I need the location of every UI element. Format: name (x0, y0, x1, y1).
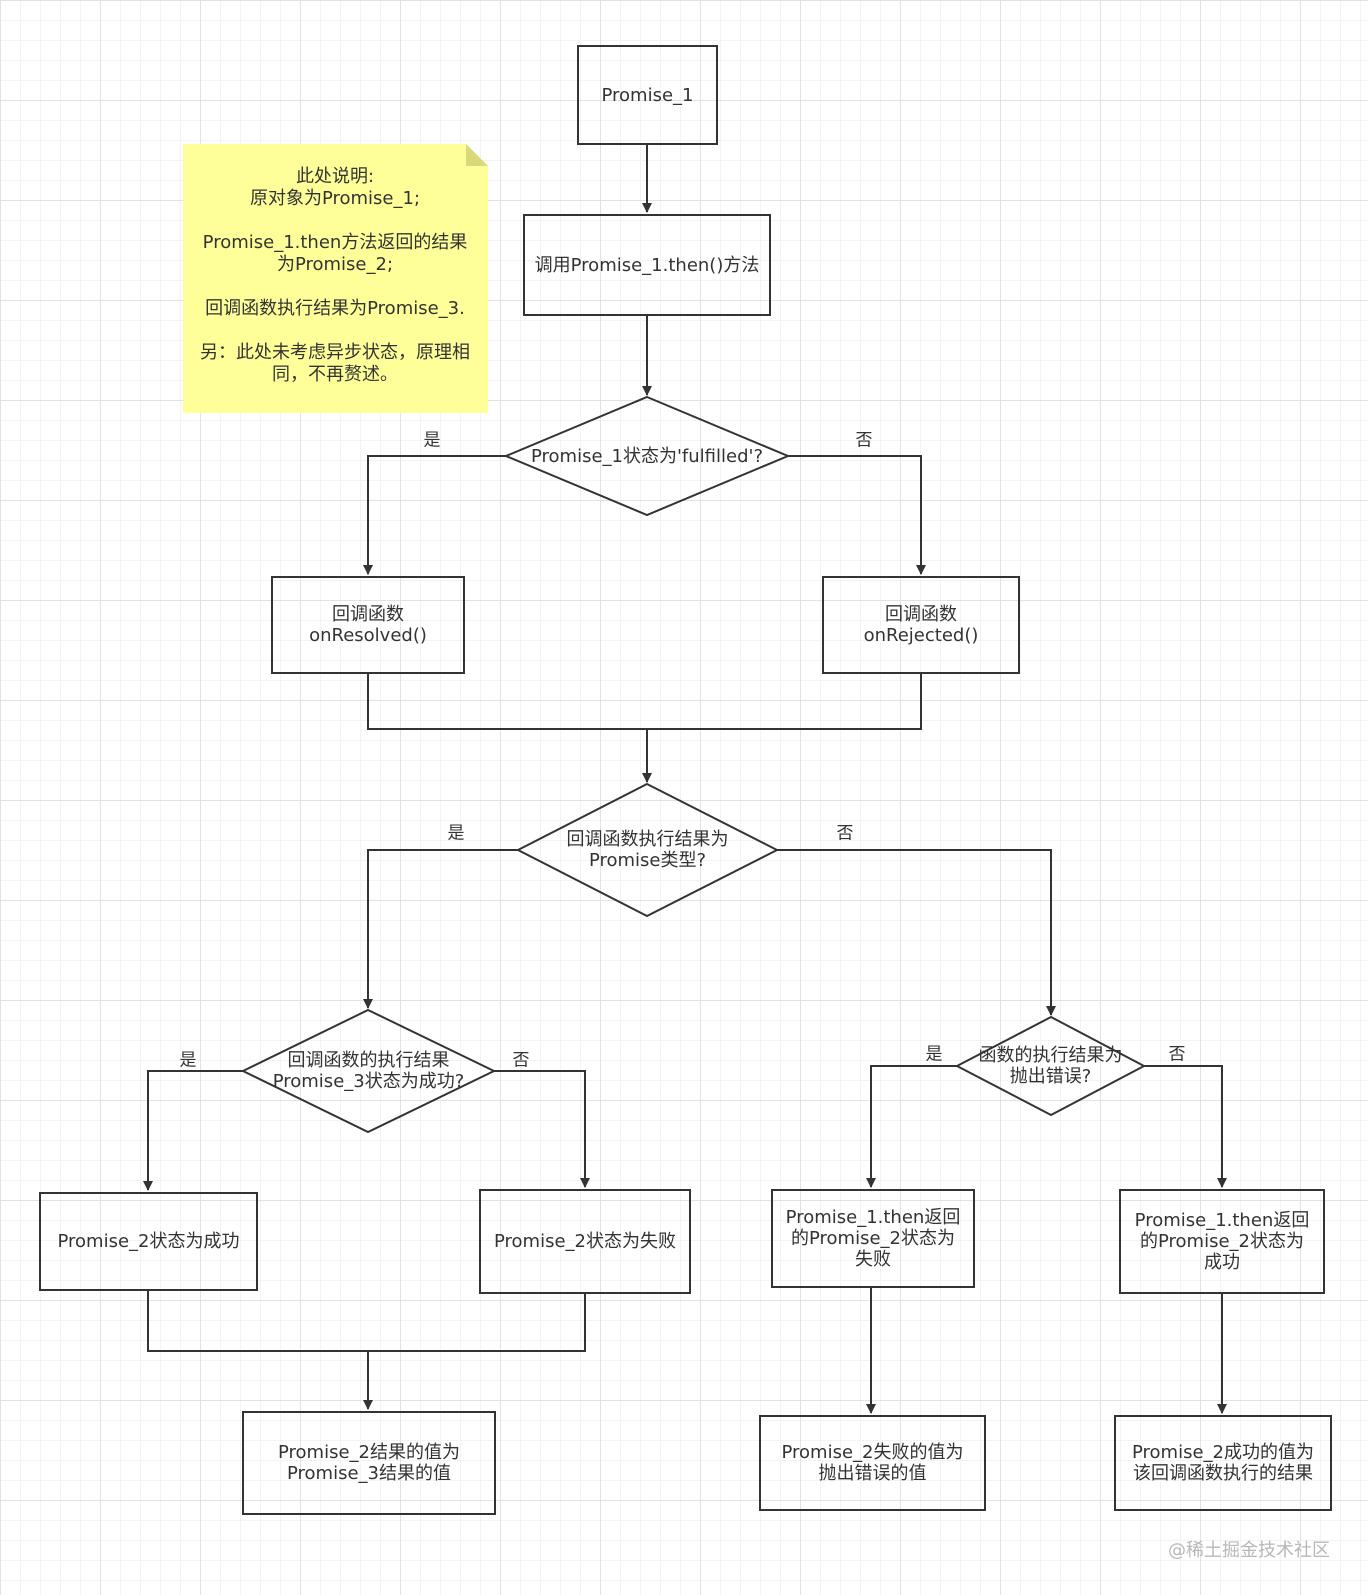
decision-fulfilled-shape (503, 395, 791, 517)
decision-promise3-success-label[interactable]: 回调函数的执行结果 Promise_3状态为成功? (272, 1050, 465, 1092)
node-p2-then-success[interactable]: Promise_1.then返回 的Promise_2状态为 成功 (1119, 1189, 1325, 1294)
edge-label-type-no: 否 (836, 823, 854, 844)
edge-type-yes (363, 849, 518, 1009)
edge-fulfilled-no (788, 455, 926, 575)
edge-label-throw-yes: 是 (925, 1044, 943, 1065)
edge-label-type-yes: 是 (447, 823, 465, 844)
edge-label-throw-no: 否 (1168, 1044, 1186, 1065)
edge-label-p3-yes: 是 (179, 1050, 197, 1071)
edge-p3-yes (143, 1070, 243, 1191)
node-p2-fail-value[interactable]: Promise_2失败的值为 抛出错误的值 (759, 1415, 986, 1511)
edge-label-fulfilled-yes: 是 (423, 430, 441, 451)
edge-throw-no (1144, 1065, 1227, 1188)
node-p2-value-p3[interactable]: Promise_2结果的值为 Promise_3结果的值 (242, 1411, 496, 1515)
edge-label-fulfilled-no: 否 (855, 430, 873, 451)
decision-fulfilled-label[interactable]: Promise_1状态为'fulfilled'? (530, 445, 764, 467)
edge-fulfilled-yes (363, 455, 506, 575)
edge-p2-merge (147, 1291, 586, 1352)
sticky-note-text: 此处说明: 原对象为Promise_1; Promise_1.then方法返回的… (200, 166, 470, 385)
edge-label-p3-no: 否 (512, 1050, 530, 1071)
node-on-rejected[interactable]: 回调函数 onRejected() (822, 576, 1020, 674)
edge-p3-no (494, 1070, 590, 1188)
node-p2-success-value[interactable]: Promise_2成功的值为 该回调函数执行的结果 (1114, 1415, 1332, 1511)
edge-type-no (777, 849, 1056, 1016)
node-p2-fail[interactable]: Promise_2状态为失败 (479, 1189, 691, 1294)
decision-throw-shape (954, 1015, 1147, 1117)
edge-resolved-merge (367, 674, 922, 730)
decision-promise-type-shape (515, 782, 780, 918)
decision-promise3-success-shape (240, 1008, 497, 1134)
sticky-note (183, 144, 488, 413)
node-on-resolved[interactable]: 回调函数 onResolved() (271, 576, 465, 674)
node-p2-success[interactable]: Promise_2状态为成功 (39, 1192, 258, 1291)
watermark: @稀土掘金技术社区 (1168, 1540, 1330, 1561)
edge-throw-yes (866, 1065, 957, 1188)
decision-promise-type-label[interactable]: 回调函数执行结果为 Promise类型? (566, 829, 729, 871)
node-promise1[interactable]: Promise_1 (577, 45, 718, 145)
decision-throw-label[interactable]: 函数的执行结果为 抛出错误? (978, 1045, 1123, 1087)
node-call-then[interactable]: 调用Promise_1.then()方法 (523, 214, 771, 316)
node-p2-then-fail[interactable]: Promise_1.then返回 的Promise_2状态为 失败 (771, 1189, 975, 1288)
